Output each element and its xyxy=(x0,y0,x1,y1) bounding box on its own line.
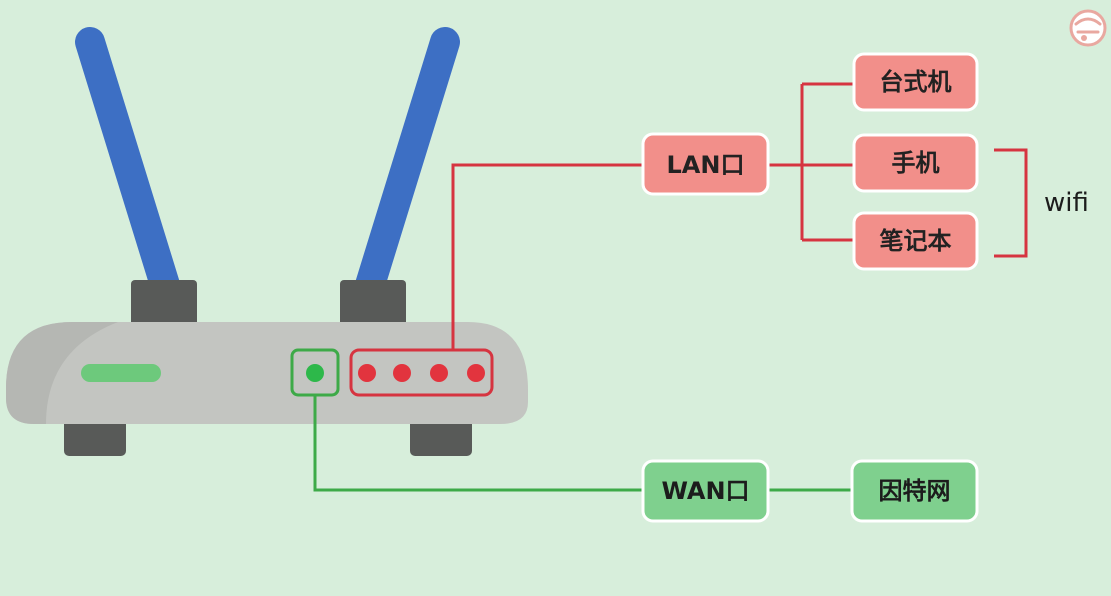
router-body xyxy=(6,322,528,424)
wifi-label: wifi xyxy=(1044,188,1089,218)
device-node-phone: 手机 xyxy=(852,133,979,193)
wifi-bracket xyxy=(994,148,1028,258)
device-label-laptop: 笔记本 xyxy=(880,227,952,255)
antenna-base-left xyxy=(131,280,197,326)
wan-port-led xyxy=(306,364,324,382)
wan-connections xyxy=(313,395,852,492)
status-light-bar xyxy=(81,364,161,382)
internet-node: 因特网 xyxy=(850,459,979,523)
device-label-phone: 手机 xyxy=(892,149,940,177)
device-label-desktop: 台式机 xyxy=(880,68,952,96)
pan-logo-icon xyxy=(1069,9,1107,47)
lan-port-frame xyxy=(349,348,494,397)
lan-connections xyxy=(451,82,1028,350)
wan-port-node: WAN口 xyxy=(641,459,770,523)
lan-port-label: LAN口 xyxy=(667,151,745,179)
lan-port-led xyxy=(358,364,376,382)
antenna-base-right xyxy=(340,280,406,326)
lan-link-line xyxy=(451,163,644,350)
lan-port-node: LAN口 xyxy=(641,132,770,196)
lan-port-led xyxy=(393,364,411,382)
antenna-left xyxy=(75,27,180,300)
router-body-shade xyxy=(6,322,118,424)
device-node-desktop: 台式机 xyxy=(852,52,979,112)
lan-port-led xyxy=(430,364,448,382)
lan-port-led xyxy=(467,364,485,382)
internet-label: 因特网 xyxy=(879,477,951,505)
antenna-right xyxy=(355,27,460,300)
wan-port-label: WAN口 xyxy=(661,477,749,505)
router xyxy=(6,27,528,456)
wan-link-line xyxy=(313,395,644,492)
device-node-laptop: 笔记本 xyxy=(852,211,979,271)
